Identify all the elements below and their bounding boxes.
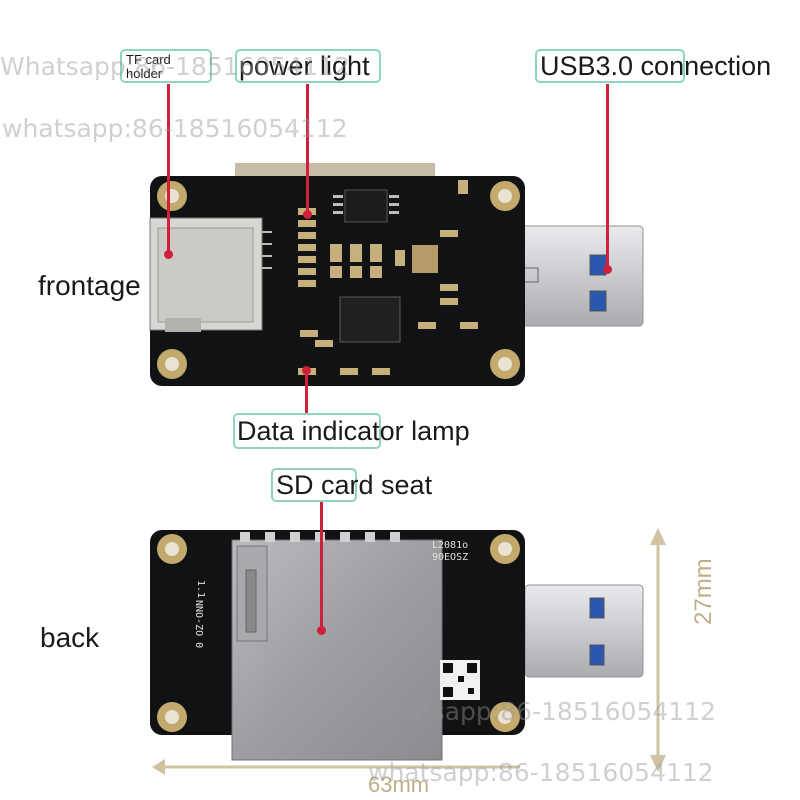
tf-card-holder-label: TF card holder: [120, 49, 212, 83]
sd-seat-pointer-dot: [317, 626, 326, 635]
watermark-2: whatsapp:86-18516054112: [2, 114, 348, 143]
back-mark-3: 1.1: [195, 580, 206, 598]
width-dimension-label: 63mm: [368, 772, 430, 797]
watermark-1: Whatsapp:86-18516054112: [0, 52, 350, 81]
frontage-label: frontage: [38, 270, 141, 301]
height-dimension-label: 27mm: [690, 558, 717, 625]
usb-pointer-dot: [603, 265, 612, 274]
back-mounting-holes: [157, 534, 520, 732]
tf-holder-pointer-line: [167, 84, 170, 254]
power-light-text: power light: [239, 51, 370, 81]
front-top-metal-bar: [235, 163, 435, 179]
data-lamp-pointer-dot: [302, 366, 311, 375]
power-light-label: power light: [235, 49, 381, 83]
usb-connection-text: USB3.0 connection: [540, 51, 772, 81]
back-label: back: [40, 622, 100, 653]
dimension-arrows: [152, 528, 666, 775]
back-board: L2081o 9OEOSZ 1.1 NNO-ZO 0: [150, 530, 644, 761]
back-usb-plug: [524, 584, 644, 678]
usb-slot-bottom: [589, 290, 607, 312]
main-chip: [339, 296, 401, 343]
back-usb-slot-top: [589, 597, 605, 619]
sd-card-seat: [231, 532, 443, 761]
smd-components: [298, 180, 478, 375]
watermark-3: Whatsapp:86-18516054112: [366, 697, 716, 726]
sd-card-seat-text: SD card seat: [276, 470, 433, 500]
sd-card-seat-label: [271, 468, 357, 502]
back-mark-4: NNO-ZO 0: [193, 600, 204, 648]
back-usb-slot-bottom: [589, 644, 605, 666]
crystal: [412, 245, 438, 273]
power-light-pointer-line: [306, 84, 309, 214]
tf-card-holder-text: TF card holder: [126, 52, 171, 81]
watermark-4: whatsapp:86-18516054112: [368, 758, 714, 787]
data-indicator-text: Data indicator lamp: [237, 416, 470, 446]
back-mark-1: L2081o: [432, 540, 468, 551]
back-mark-2: 9OEOSZ: [432, 552, 468, 563]
power-light-pointer-dot: [303, 210, 312, 219]
data-indicator-label: [233, 413, 381, 449]
top-chip: [344, 189, 388, 223]
qr-code: [440, 660, 480, 700]
usb-connection-label: [535, 49, 685, 83]
sd-seat-pointer-line: [320, 500, 323, 630]
front-board: [149, 163, 644, 386]
usb-pointer-line: [606, 84, 609, 268]
data-lamp-pointer-line: [305, 370, 308, 415]
tf-holder-pointer-dot: [164, 250, 173, 259]
back-silkscreen: L2081o 9OEOSZ 1.1 NNO-ZO 0: [193, 540, 468, 648]
